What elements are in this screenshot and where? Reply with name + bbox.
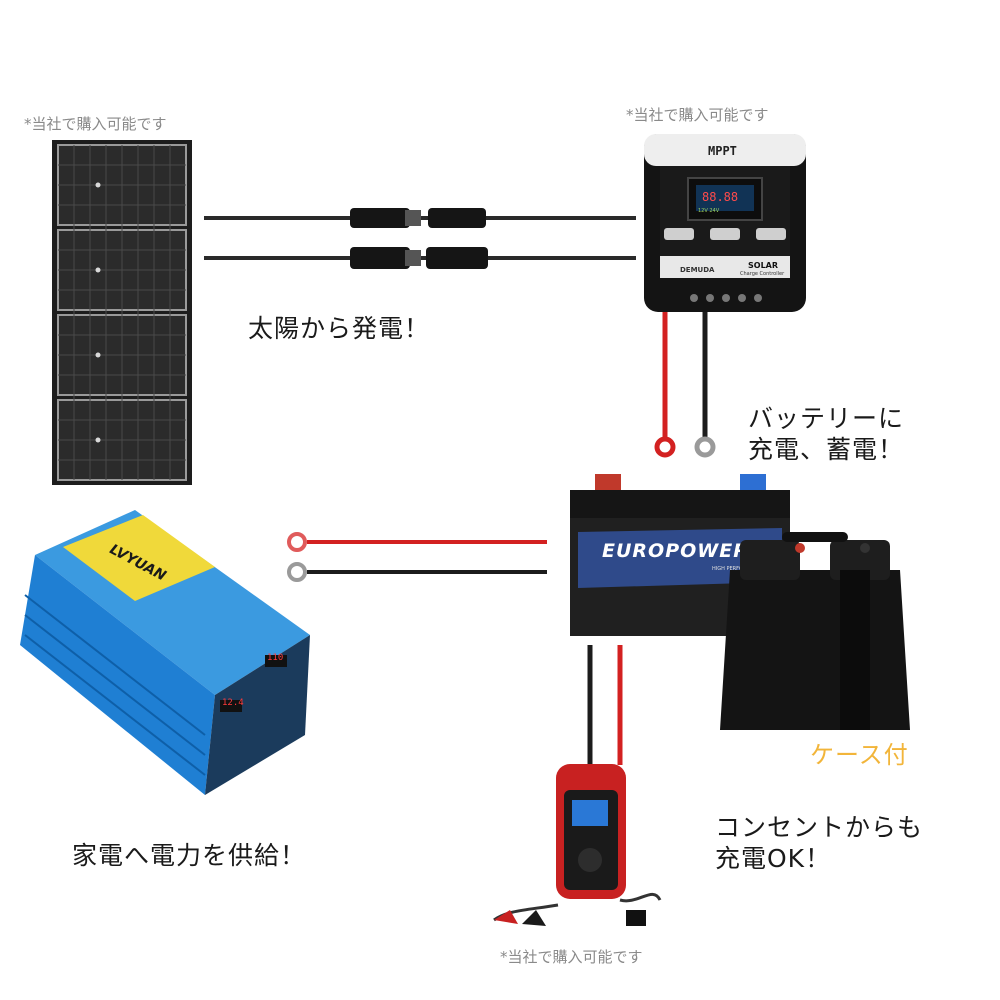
battery-charger [488,760,673,935]
mppt-controller: MPPT 88.88 12V 24V DEMUDA SOLAR Charge C… [640,130,810,315]
caption-battery-line2: 充電、蓄電！ [748,435,905,464]
panel-purchase-note: *当社で購入可能です [24,115,167,133]
controller-title: MPPT [708,144,737,158]
solar-panel [52,140,192,485]
controller-purchase-note: *当社で購入可能です [626,106,769,124]
caption-outlet-line1: コンセントからも [715,813,924,842]
mc4-cables [200,200,640,275]
caption-appliances: 家電へ電力を供給！ [72,841,307,870]
controller-display-small: 12V 24V [698,208,720,214]
power-inverter: LVYUAN 12.4 110 [15,505,315,795]
inverter-display-right: 110 [267,653,284,663]
charger-purchase-note: *当社で購入可能です [500,948,643,966]
controller-brand: DEMUDA [680,266,715,274]
caption-battery-line1: バッテリーに [748,404,905,433]
battery-inverter-leads [285,528,550,588]
battery-charger-leads [575,640,635,770]
battery: EUROPOWER HIGH PERFORMANCE BATTERY [560,470,800,640]
controller-solar-label: SOLAR [748,261,779,270]
solar-panel-graphic [52,140,192,485]
caption-case: ケース付 [810,741,909,769]
caption-solar: 太陽から発電！ [248,314,431,343]
mc4-connector-top [350,208,486,228]
inverter-display-left: 12.4 [222,698,244,708]
controller-battery-leads [650,312,720,462]
controller-display: 88.88 [702,190,739,204]
battery-case [700,530,930,740]
battery-brand: EUROPOWER [602,540,749,562]
controller-subtitle: Charge Controller [740,271,785,277]
mc4-connector-bottom [350,247,488,269]
caption-outlet-line2: 充電OK！ [715,844,832,873]
